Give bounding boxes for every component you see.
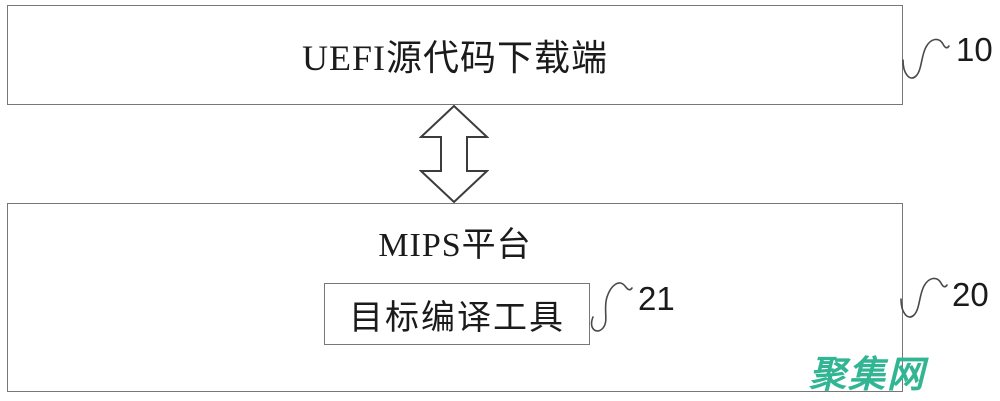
site-watermark: 聚集网 (809, 354, 926, 395)
target-compiler-tool-label: 目标编译工具 (349, 299, 565, 337)
ref-number-10: 10 (956, 31, 993, 68)
ref-squiggle-21-icon (589, 277, 635, 335)
uefi-source-download-box: UEFI源代码下载端 (7, 5, 903, 105)
mips-platform-label: MIPS平台 (378, 227, 532, 264)
ref-squiggle-10-icon (901, 35, 953, 82)
ref-squiggle-20-icon (899, 273, 951, 321)
mips-platform-box: MIPS平台 目标编译工具 (7, 203, 903, 392)
ref-number-20: 20 (952, 276, 989, 313)
target-compiler-tool-box: 目标编译工具 (324, 283, 590, 345)
ref-number-21: 21 (638, 280, 675, 317)
bidirectional-arrow-icon (418, 104, 490, 204)
uefi-source-download-label: UEFI源代码下载端 (302, 38, 608, 78)
